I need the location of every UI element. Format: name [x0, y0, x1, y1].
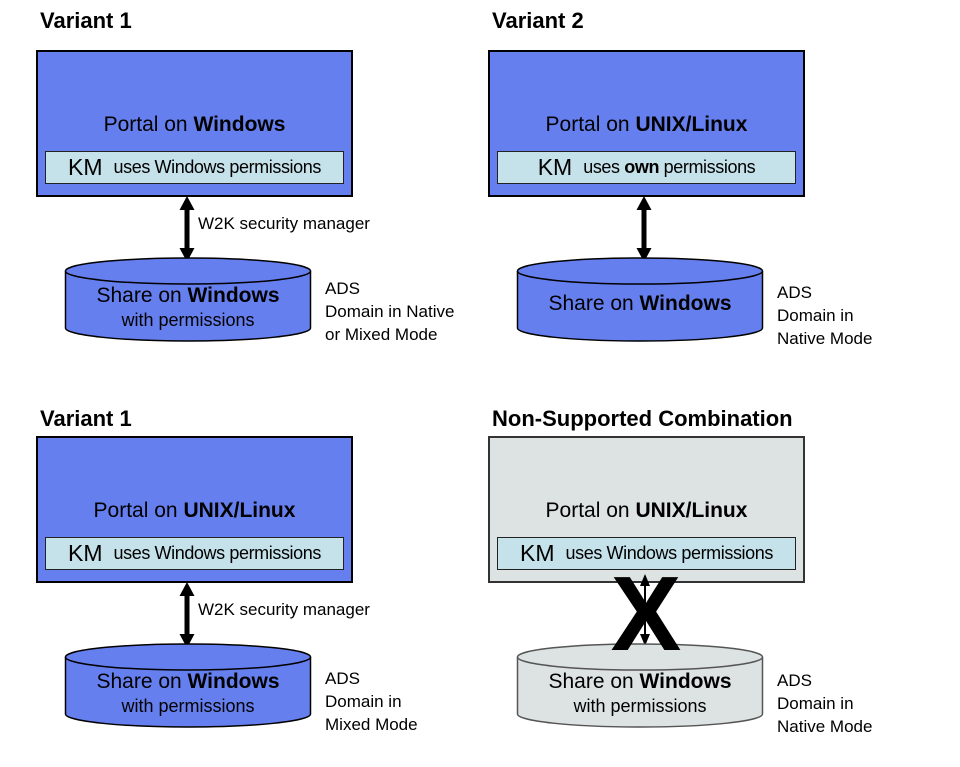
ads-note-line: ADS	[777, 671, 812, 690]
double-arrow-icon	[179, 196, 195, 262]
ads-note: ADS Domain in Native or Mixed Mode	[325, 277, 454, 346]
double-arrow-icon	[179, 582, 195, 648]
km-box: KM uses own permissions	[497, 151, 796, 184]
portal-box: Portal on UNIX/Linux KM uses own permiss…	[488, 50, 805, 197]
ads-note-line: ADS	[777, 283, 812, 302]
portal-box: Portal on UNIX/Linux KM uses Windows per…	[36, 436, 353, 583]
ads-note-line: Mixed Mode	[325, 715, 418, 734]
ads-note-line: Domain in	[777, 694, 854, 713]
panel-title: Variant 2	[492, 8, 584, 33]
km-box: KM uses Windows permissions	[497, 537, 796, 570]
cylinder-icon	[516, 643, 764, 728]
panel-title: Variant 1	[40, 8, 132, 33]
portal-platform: UNIX/Linux	[183, 499, 296, 522]
share-cylinder: Share on Windows with permissions	[64, 643, 312, 729]
km-label: KM	[68, 154, 103, 180]
share-line: Share on Windows	[96, 284, 280, 307]
km-box: KM uses Windows permissions	[45, 151, 344, 184]
portal-platform: UNIX/Linux	[635, 113, 748, 136]
portal-label: Portal on UNIX/Linux	[490, 499, 803, 523]
cylinder-label: Share on Windows with permissions	[64, 669, 312, 718]
thin-double-arrow-icon	[640, 574, 650, 646]
permissions-line: with permissions	[121, 310, 255, 330]
ads-note: ADS Domain in Native Mode	[777, 281, 872, 350]
portal-platform: Windows	[193, 113, 286, 136]
cylinder-icon	[64, 257, 312, 342]
panel-title: Variant 1	[40, 406, 132, 431]
portal-label: Portal on UNIX/Linux	[38, 499, 351, 523]
km-permissions-text: uses Windows permissions	[565, 543, 774, 563]
share-cylinder: Share on Windows	[516, 257, 764, 343]
ads-note: ADS Domain in Native Mode	[777, 669, 872, 738]
portal-platform: UNIX/Linux	[635, 499, 748, 522]
portal-label: Portal on Windows	[38, 113, 351, 137]
ads-note-line: Domain in Native	[325, 302, 455, 321]
km-label: KM	[68, 540, 103, 566]
panel-variant1-windows: Variant 1 Portal on Windows KM uses Wind…	[0, 0, 508, 384]
ads-note-line: Native Mode	[777, 717, 873, 736]
panel-non-supported: Non-Supported Combination Portal on UNIX…	[452, 386, 960, 767]
permissions-line: with permissions	[121, 696, 255, 716]
panel-variant1-unix: Variant 1 Portal on UNIX/Linux KM uses W…	[0, 386, 508, 767]
double-arrow-icon	[636, 196, 652, 262]
share-cylinder: Share on Windows with permissions	[64, 257, 312, 343]
portal-prefix: Portal on	[103, 113, 194, 136]
connector-label: W2K security manager	[198, 600, 370, 619]
cylinder-icon	[516, 257, 764, 342]
cylinder-label: Share on Windows with permissions	[64, 283, 312, 332]
portal-prefix: Portal on	[545, 499, 636, 522]
panel-variant2-unix: Variant 2 Portal on UNIX/Linux KM uses o…	[452, 0, 960, 384]
portal-box: Portal on Windows KM uses Windows permis…	[36, 50, 353, 197]
cylinder-label: Share on Windows	[516, 291, 764, 317]
km-permissions-text: uses own permissions	[583, 157, 756, 177]
cylinder-label: Share on Windows with permissions	[516, 669, 764, 718]
km-permissions-text: uses Windows permissions	[113, 543, 322, 563]
portal-label: Portal on UNIX/Linux	[490, 113, 803, 137]
ads-note-line: Domain in	[777, 306, 854, 325]
portal-prefix: Portal on	[545, 113, 636, 136]
portal-prefix: Portal on	[93, 499, 184, 522]
ads-note-line: Native Mode	[777, 329, 873, 348]
ads-note: ADS Domain in Mixed Mode	[325, 667, 418, 736]
cylinder-icon	[64, 643, 312, 728]
connector-label: W2K security manager	[198, 214, 370, 233]
panel-title: Non-Supported Combination	[492, 406, 793, 431]
ads-note-line: ADS	[325, 279, 360, 298]
share-cylinder: Share on Windows with permissions	[516, 643, 764, 729]
permissions-line: with permissions	[573, 696, 707, 716]
share-line: Share on Windows	[548, 292, 732, 315]
ads-note-line: ADS	[325, 669, 360, 688]
ads-note-line: Domain in	[325, 692, 402, 711]
km-label: KM	[520, 540, 555, 566]
km-box: KM uses Windows permissions	[45, 537, 344, 570]
ads-note-line: or Mixed Mode	[325, 325, 438, 344]
km-label: KM	[537, 154, 573, 180]
km-permissions-text: uses Windows permissions	[113, 157, 322, 177]
not-supported-x-icon: X	[610, 555, 682, 673]
share-line: Share on Windows	[96, 670, 280, 693]
share-line: Share on Windows	[548, 670, 732, 693]
portal-box: Portal on UNIX/Linux KM uses Windows per…	[488, 436, 805, 583]
